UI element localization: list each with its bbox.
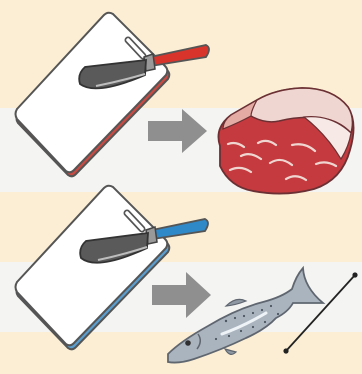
- cutting-board-red: [16, 13, 170, 177]
- meat-block: [218, 88, 353, 194]
- cutting-board-blue: [16, 186, 170, 350]
- arrow-to-meat: [148, 109, 207, 153]
- knife-blue-handle-grip: [152, 219, 208, 239]
- knife-red-handle-grip: [150, 45, 209, 66]
- arrow-to-fish: [152, 272, 211, 318]
